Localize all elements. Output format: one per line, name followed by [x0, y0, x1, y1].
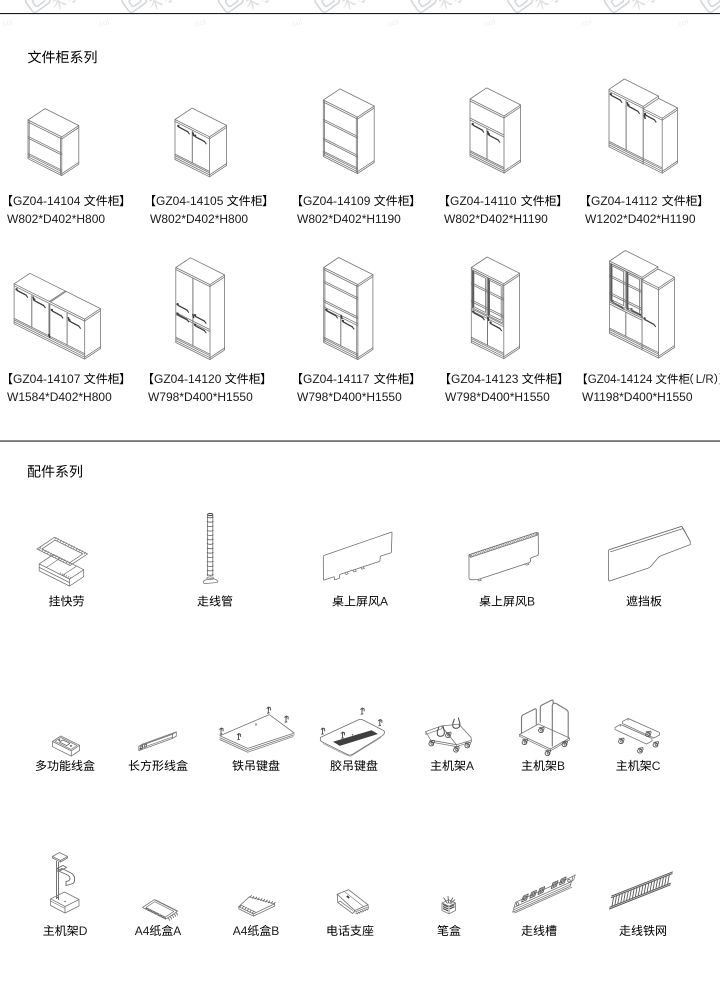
svg-text:W798*D400*H1550: W798*D400*H1550 [297, 390, 402, 404]
svg-text:.col: .col [482, 17, 496, 29]
svg-text:A: A [173, 924, 181, 938]
svg-text:.col: .col [96, 17, 110, 29]
svg-text:.col: .col [192, 17, 206, 29]
svg-text:W798*D400*H1550: W798*D400*H1550 [148, 390, 253, 404]
svg-text:L/R: L/R [696, 374, 714, 386]
svg-text:GZ04-14123: GZ04-14123 [451, 372, 519, 386]
svg-text:GZ04-14109: GZ04-14109 [303, 194, 371, 208]
svg-text:A: A [466, 759, 474, 773]
svg-text:W802*D402*H800: W802*D402*H800 [150, 212, 248, 226]
svg-text:B: B [557, 759, 565, 773]
svg-text:A: A [380, 595, 388, 609]
svg-text:.col: .col [675, 17, 689, 29]
svg-text:D: D [79, 924, 88, 938]
svg-text:.col: .col [289, 17, 303, 29]
svg-text:W1198*D400*H1550: W1198*D400*H1550 [582, 390, 693, 404]
svg-text:C: C [652, 759, 661, 773]
svg-text:W802*D402*H1190: W802*D402*H1190 [444, 212, 548, 226]
svg-text:W798*D400*H1550: W798*D400*H1550 [445, 390, 550, 404]
svg-text:GZ04-14105: GZ04-14105 [156, 194, 224, 208]
svg-text:GZ04-14124: GZ04-14124 [588, 374, 653, 386]
svg-text:GZ04-14117: GZ04-14117 [303, 372, 370, 386]
svg-text:W1202*D402*H1190: W1202*D402*H1190 [585, 212, 696, 226]
svg-text:.col: .col [578, 17, 592, 29]
svg-text:GZ04-14107: GZ04-14107 [13, 372, 81, 386]
svg-text:.col: .col [0, 17, 14, 29]
svg-text:W802*D402*H800: W802*D402*H800 [7, 212, 105, 226]
svg-text:GZ04-14112: GZ04-14112 [591, 194, 658, 208]
svg-text:.col: .col [385, 17, 399, 29]
svg-text:GZ04-14120: GZ04-14120 [154, 372, 222, 386]
svg-text:W1584*D402*H800: W1584*D402*H800 [7, 390, 112, 404]
svg-text:A4: A4 [135, 924, 150, 938]
svg-text:GZ04-14104: GZ04-14104 [13, 194, 81, 208]
svg-text:A4: A4 [233, 924, 248, 938]
svg-text:GZ04-14110: GZ04-14110 [450, 194, 517, 208]
svg-text:W802*D402*H1190: W802*D402*H1190 [297, 212, 401, 226]
svg-text:B: B [527, 595, 535, 609]
svg-text:B: B [271, 924, 279, 938]
